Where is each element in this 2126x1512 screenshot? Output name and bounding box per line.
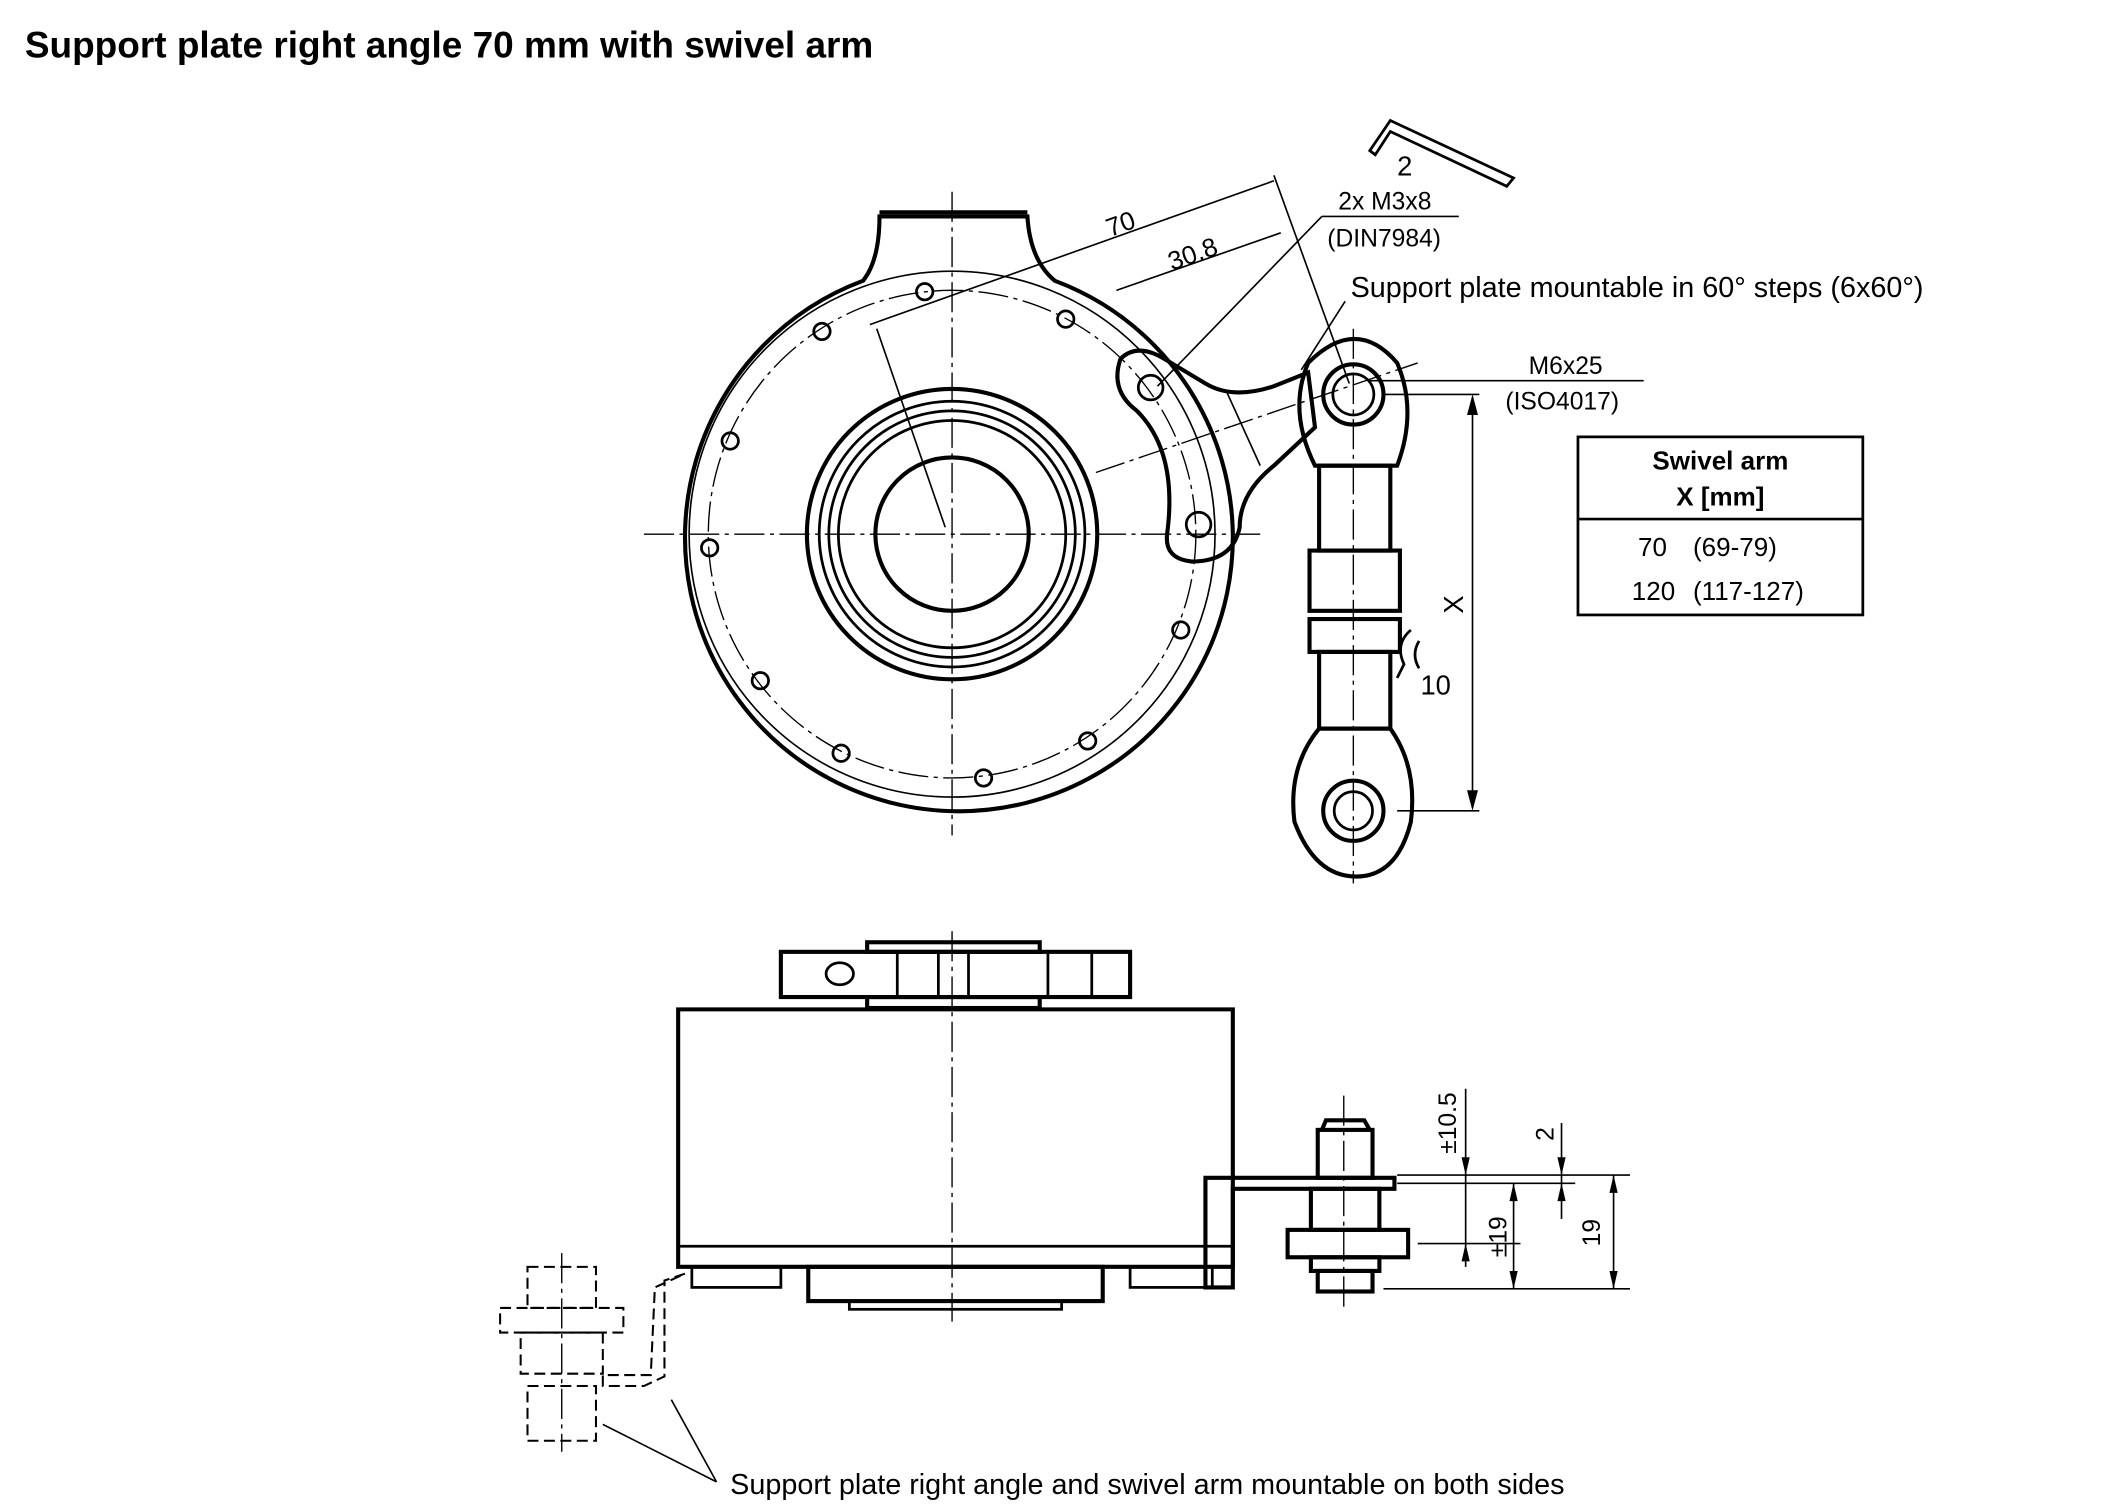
hex-key-size: 2 — [1397, 150, 1412, 181]
table-header-line1: Swivel arm — [1652, 446, 1788, 476]
screw-standard: (DIN7984) — [1327, 226, 1441, 253]
table-row-x: 70 — [1638, 532, 1667, 562]
table-header-line2: X [mm] — [1676, 481, 1764, 511]
table-row-range: (117-127) — [1693, 576, 1804, 606]
dim-19: 19 — [1579, 1219, 1606, 1246]
bottom-note: Support plate right angle and swivel arm… — [730, 1469, 1564, 1501]
bolt-label: M6x25 — [1529, 353, 1603, 380]
bolt-standard: (ISO4017) — [1505, 389, 1619, 416]
mount-note: Support plate mountable in 60° steps (6x… — [1351, 272, 1924, 304]
dim-2: 2 — [1532, 1127, 1559, 1141]
swivel-arm-table: Swivel arm X [mm] 70 (69-79) 120 (117-12… — [1576, 435, 1865, 617]
dim-70: 70 — [1102, 205, 1139, 243]
mounting-screws — [700, 282, 1191, 788]
dim-30-8: 30.8 — [1164, 231, 1222, 277]
dim-pm19: ±19 — [1486, 1216, 1513, 1257]
wrench-size: 10 — [1420, 669, 1450, 700]
screw-label: 2x M3x8 — [1338, 189, 1431, 216]
dim-x: X — [1438, 595, 1469, 613]
table-row-x: 120 — [1632, 576, 1675, 606]
top-view: 70 30.8 2 2x M3x8 (DIN7984) Support plat… — [643, 118, 1924, 884]
side-view: ±10.5 2 ±19 19 Support plate right angle… — [499, 931, 1630, 1501]
drawing-title: Support plate right angle 70 mm with swi… — [25, 25, 873, 66]
table-row-range: (69-79) — [1693, 532, 1777, 562]
dim-pm10-5: ±10.5 — [1435, 1092, 1462, 1153]
